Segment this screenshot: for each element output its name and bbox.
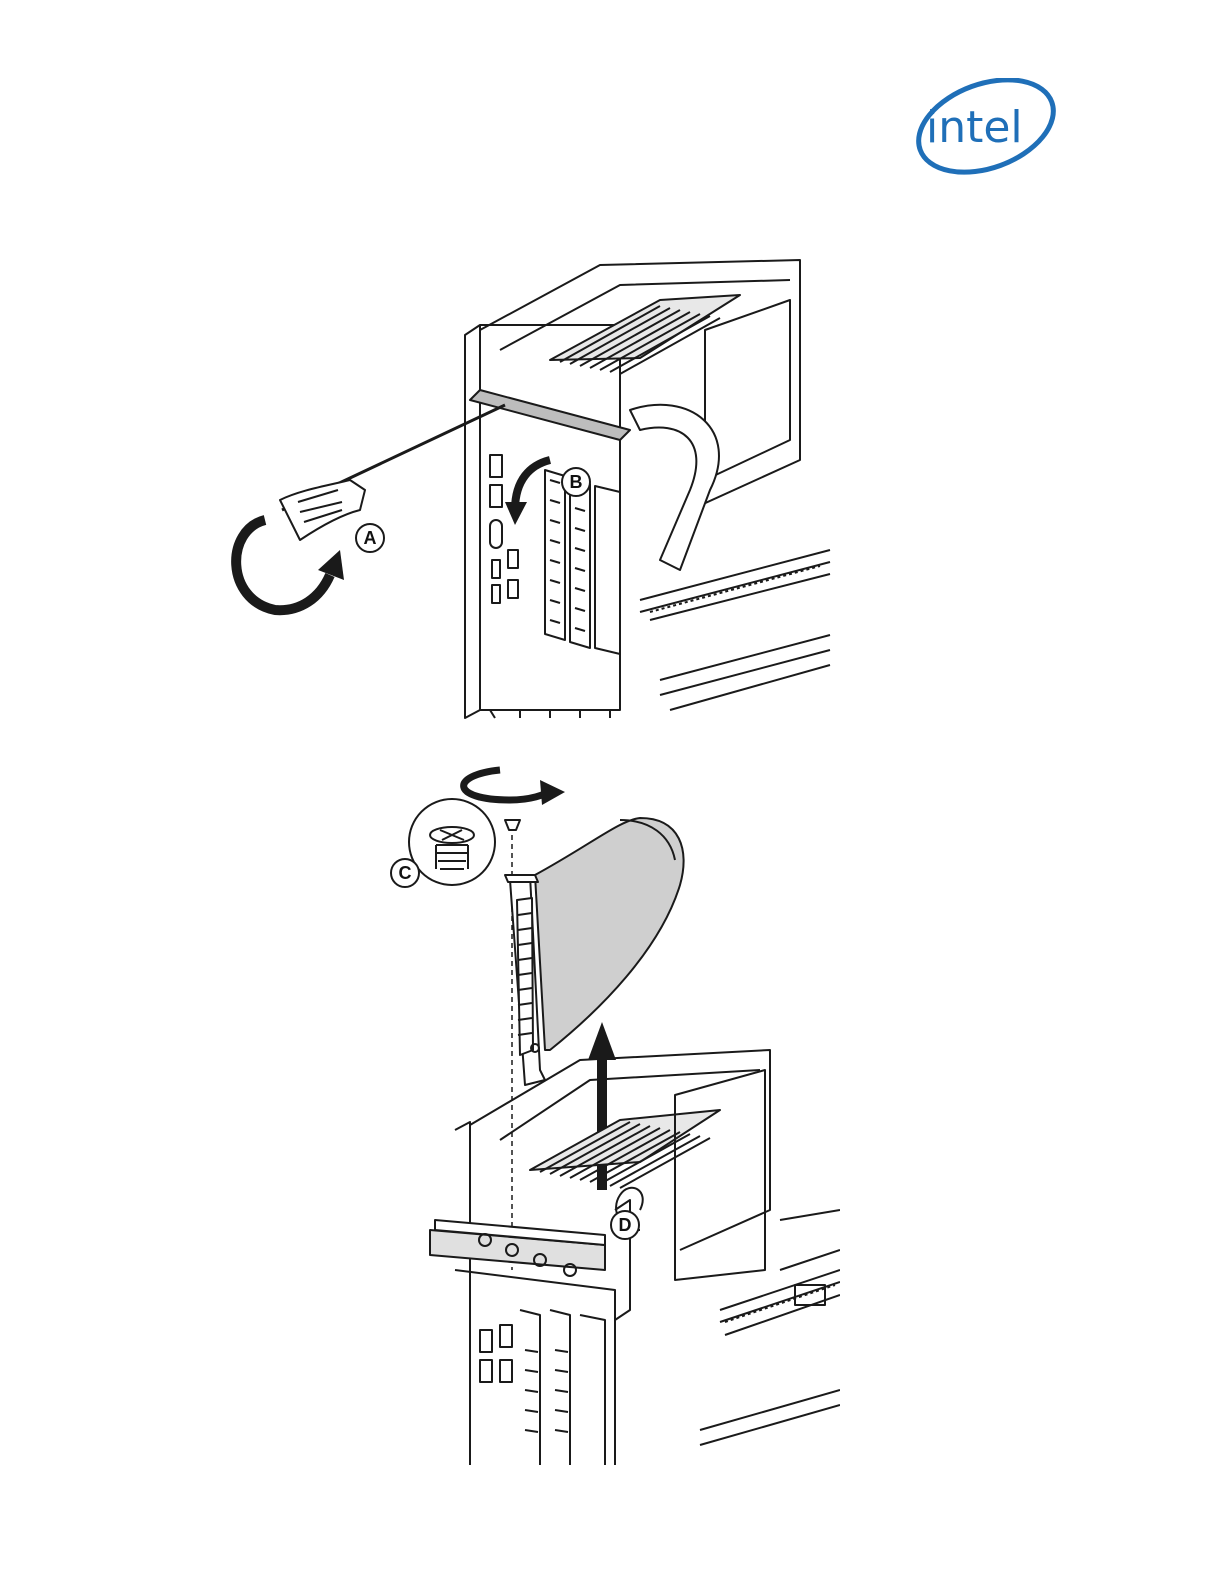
callout-d-label: D <box>619 1215 632 1235</box>
callout-a-label: A <box>364 528 377 548</box>
intel-logo: intel <box>906 78 1062 178</box>
callout-c: C <box>391 859 419 887</box>
callout-c-label: C <box>399 863 412 883</box>
callout-b-label: B <box>570 472 583 492</box>
figure-remove-riser-screws: A B <box>220 240 840 730</box>
intel-logo-text: intel <box>926 102 1023 153</box>
figure-remove-card: C D <box>380 750 840 1465</box>
callout-a: A <box>356 524 384 552</box>
callout-b: B <box>562 468 590 496</box>
callout-d: D <box>611 1211 639 1239</box>
